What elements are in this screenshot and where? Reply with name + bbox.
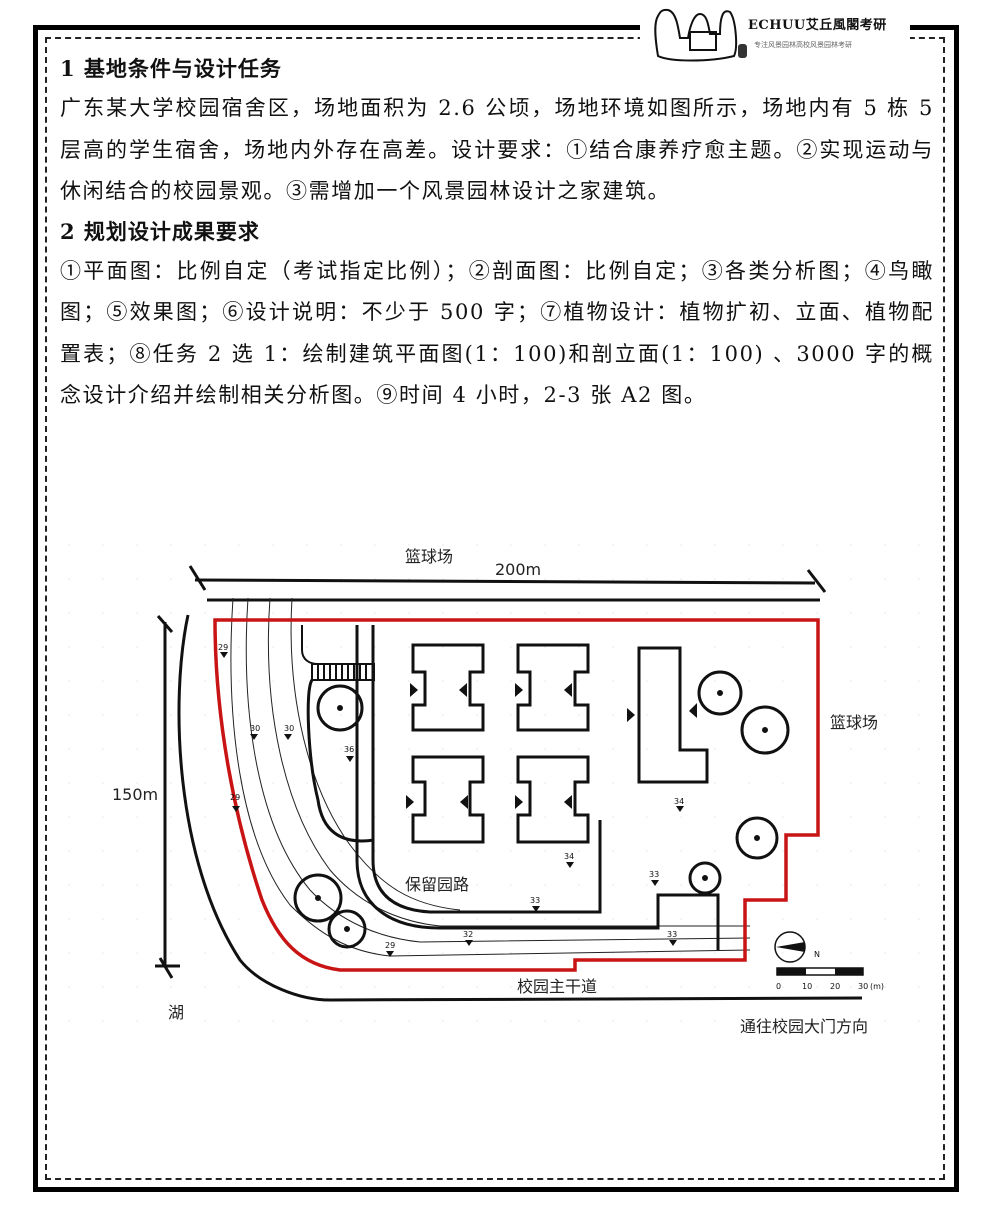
svg-text:33: 33 bbox=[530, 896, 540, 905]
scale-bar: 0 10 20 30 (m) bbox=[776, 967, 884, 991]
svg-text:30: 30 bbox=[284, 724, 294, 733]
svg-text:32: 32 bbox=[463, 930, 473, 939]
mountain-logo-icon bbox=[654, 8, 747, 62]
stairs bbox=[301, 625, 375, 843]
label-basketball-right: 篮球场 bbox=[830, 713, 878, 732]
label-to-gate: 通往校园大门方向 bbox=[740, 1017, 868, 1036]
site-plan-map: 篮球场 200m 150m 保留园路 bbox=[60, 530, 940, 1050]
trees bbox=[293, 670, 790, 949]
entrance-markers bbox=[406, 683, 697, 809]
reserved-road bbox=[355, 625, 720, 950]
svg-text:29: 29 bbox=[230, 793, 240, 802]
section-heading-site-conditions: 1 基地条件与设计任务 bbox=[60, 56, 282, 81]
logo-brand-text: ECHUU艾丘風閣考研 bbox=[748, 18, 887, 33]
svg-text:34: 34 bbox=[564, 852, 574, 861]
label-height-dim: 150m bbox=[112, 785, 158, 804]
main-road-edges bbox=[177, 614, 863, 1002]
site-boundary bbox=[213, 618, 820, 972]
svg-text:33: 33 bbox=[667, 930, 677, 939]
label-basketball-top: 篮球场 bbox=[405, 547, 453, 566]
section-body-site-conditions: 广东某大学校园宿舍区，场地面积为 2.6 公顷，场地环境如图所示，场地内有 5 … bbox=[60, 96, 934, 203]
svg-text:N: N bbox=[814, 950, 820, 959]
svg-text:29: 29 bbox=[218, 643, 228, 652]
logo-tagline: 专注风景园林高校风景园林考研 bbox=[754, 41, 852, 49]
inner-dashed-frame bbox=[45, 37, 945, 1180]
elevation-markers: 29 30 30 36 29 34 34 33 33 32 29 33 bbox=[218, 643, 684, 957]
height-dimension bbox=[155, 615, 180, 979]
label-main-road: 校园主干道 bbox=[517, 977, 597, 996]
dormitory-buildings bbox=[411, 643, 709, 844]
svg-text:30: 30 bbox=[250, 724, 260, 733]
svg-text:0: 0 bbox=[776, 982, 781, 991]
section-heading-deliverables: 2 规划设计成果要求 bbox=[60, 218, 260, 244]
svg-text:34: 34 bbox=[674, 797, 684, 806]
logo-mask bbox=[640, 0, 910, 64]
svg-text:10: 10 bbox=[802, 982, 812, 991]
label-width-dim: 200m bbox=[495, 560, 541, 579]
svg-text:20: 20 bbox=[830, 982, 840, 991]
label-reserved-road: 保留园路 bbox=[405, 875, 469, 894]
section-body-deliverables: ①平面图：比例自定（考试指定比例）；②剖面图：比例自定；③各类分析图；④鸟瞰图；… bbox=[60, 258, 934, 408]
north-arrow-icon: N bbox=[774, 931, 820, 963]
brand-logo: ECHUU艾丘風閣考研 专注风景园林高校风景园林考研 bbox=[650, 4, 910, 64]
svg-text:36: 36 bbox=[344, 745, 354, 754]
label-lake: 湖 bbox=[168, 1003, 184, 1022]
svg-text:33: 33 bbox=[649, 870, 659, 879]
svg-text:29: 29 bbox=[385, 941, 395, 950]
task-content: 1 基地条件与设计任务 广东某大学校园宿舍区，场地面积为 2.6 公顷，场地环境… bbox=[60, 50, 934, 417]
width-dimension bbox=[188, 565, 827, 602]
svg-text:(m): (m) bbox=[870, 982, 884, 991]
svg-text:30: 30 bbox=[858, 982, 868, 991]
outer-frame bbox=[33, 25, 959, 1192]
